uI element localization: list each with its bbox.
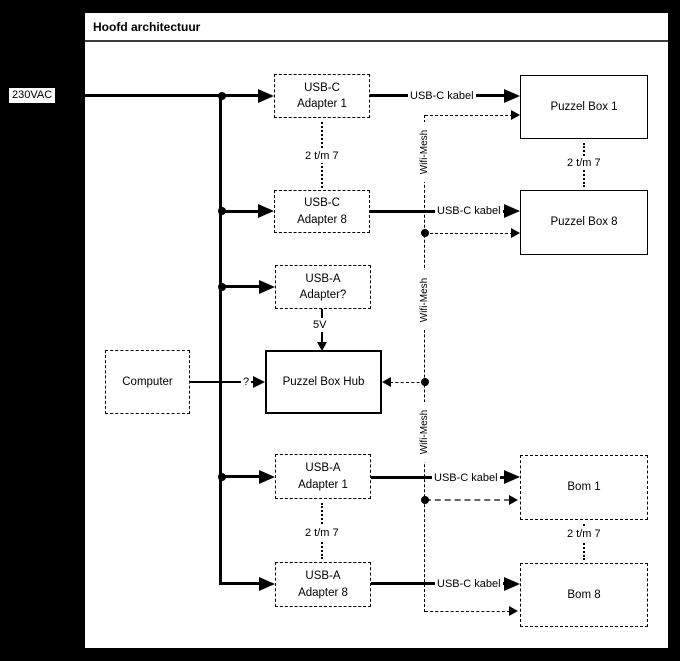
junction-dot [421,378,429,386]
power-branch-usb-c-adapter-8 [222,210,258,213]
node-computer: Computer [105,350,190,414]
junction-dot [218,92,226,100]
range-label: 2 t/m 7 [565,156,603,170]
arrowhead-bom-8 [504,577,520,591]
node-label: USB-C Adapter 1 [297,81,347,110]
node-usb-c-adapter-1: USB-C Adapter 1 [274,74,370,118]
node-usb-c-adapter-8: USB-C Adapter 8 [274,190,370,233]
edge-label-usb-c-kabel: USB-C kabel [435,577,503,591]
edge-label-5v: 5V [311,318,329,332]
node-usb-a-adapter-unknown: USB-A Adapter? [275,265,371,309]
junction-dot [421,229,429,237]
node-puzzel-box-hub: Puzzel Box Hub [265,350,382,414]
range-label: 2 t/m 7 [565,527,603,541]
arrowhead-mesh-hub [382,377,391,387]
edge-label-wifi-mesh: Wifi-Mesh [418,402,432,462]
arrowhead-hub-5v [317,342,327,351]
wifi-mesh-line [424,115,425,612]
wifi-mesh-branch-puzzel-box-1 [425,115,513,116]
arrowhead-usb-c-adapter-8 [258,204,274,218]
power-branch-usb-a-adapter-8 [219,582,259,585]
node-label: USB-A Adapter 8 [298,570,348,599]
edge-label-question: ? [241,375,252,389]
junction-dot [421,496,429,504]
arrowhead-mesh-bom-8 [509,606,518,616]
arrowhead-bom-1 [504,470,520,484]
node-bom-1: Bom 1 [520,455,648,520]
node-puzzel-box-8: Puzzel Box 8 [520,190,648,255]
node-label: Computer [122,375,173,388]
node-puzzel-box-1: Puzzel Box 1 [520,75,648,139]
arrowhead-hub-computer [253,376,265,388]
node-label: USB-A Adapter? [299,272,347,301]
arrowhead-mesh-puzzel-box-1 [511,110,520,120]
arrowhead-usb-c-adapter-1 [258,89,274,103]
node-label: USB-C Adapter 8 [297,197,347,226]
node-bom-8: Bom 8 [520,563,648,627]
range-label: 2 t/m 7 [303,526,341,540]
junction-dot [218,283,226,291]
computer-hub-line [190,381,254,383]
node-label: USB-A Adapter 1 [298,462,348,491]
node-label: Puzzel Box 8 [550,216,618,229]
wifi-mesh-branch-hub [390,382,425,383]
edge-label-usb-c-kabel: USB-C kabel [435,204,503,218]
power-branch-usb-a-adapter-1 [222,475,259,478]
node-usb-a-adapter-8: USB-A Adapter 8 [275,562,371,607]
wifi-mesh-branch-puzzel-box-8 [425,233,513,234]
power-bus-line [219,94,222,585]
edge-label-wifi-mesh: Wifi-Mesh [418,270,432,330]
wifi-mesh-branch-bom-8 [425,611,510,612]
arrowhead-usb-a-adapter-1 [259,470,275,484]
edge-label-wifi-mesh: Wifi-Mesh [418,122,432,182]
junction-dot [218,207,226,215]
title-separator [85,40,668,42]
node-label: Bom 8 [567,588,601,601]
wifi-mesh-branch-bom-1 [425,499,510,501]
arrowhead-puzzel-box-1 [504,89,520,103]
arrowhead-usb-a-adapter [259,280,275,294]
source-label-230vac: 230VAC [9,88,56,103]
diagram-title: Hoofd architectuur [93,20,201,34]
junction-dot [218,473,226,481]
arrowhead-mesh-puzzel-box-8 [511,228,520,238]
node-label: Bom 1 [567,481,601,494]
arrowhead-puzzel-box-8 [504,204,520,218]
power-line-230vac [56,94,259,97]
range-label: 2 t/m 7 [303,149,341,163]
edge-label-usb-c-kabel: USB-C kabel [432,471,500,485]
edge-label-usb-c-kabel: USB-C kabel [408,89,476,103]
arrowhead-usb-a-adapter-8 [259,577,275,591]
arrowhead-mesh-bom-1 [509,495,518,505]
node-label: Puzzel Box Hub [282,375,365,388]
power-branch-usb-a-adapter [222,285,259,288]
ellipsis-boms [583,524,585,560]
node-label: Puzzel Box 1 [550,100,618,113]
node-usb-a-adapter-1: USB-A Adapter 1 [275,454,371,499]
